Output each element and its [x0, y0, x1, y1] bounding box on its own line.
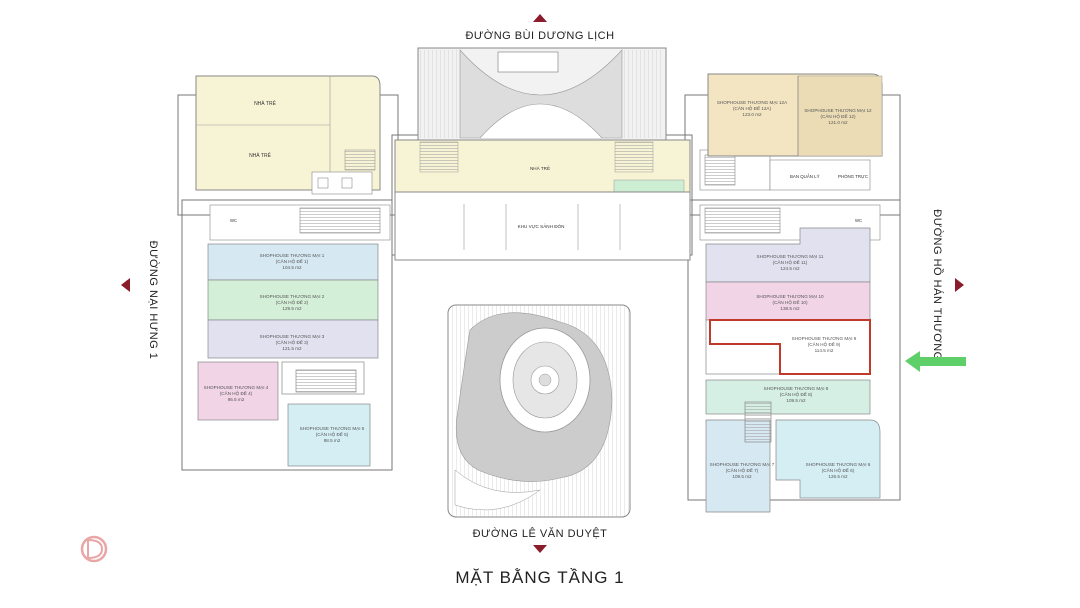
unit-9-label: SHOPHOUSE THƯƠNG MẠI 9 (CĂN HỘ ĐẾ 9) 114… — [792, 336, 857, 353]
unit-6-label: SHOPHOUSE THƯƠNG MẠI 6 (CĂN HỘ ĐẾ 6) 126… — [806, 462, 871, 479]
svg-text:SHOPHOUSE THƯƠNG MẠI 10: SHOPHOUSE THƯƠNG MẠI 10 — [756, 294, 824, 299]
unit-1-label: SHOPHOUSE THƯƠNG MẠI 1 (CĂN HỘ ĐẾ 1) 104… — [260, 253, 325, 270]
svg-text:(CĂN HỘ ĐẾ 7): (CĂN HỘ ĐẾ 7) — [726, 467, 759, 473]
svg-text:(CĂN HỘ ĐẾ 1): (CĂN HỘ ĐẾ 1) — [276, 258, 309, 264]
svg-text:(CĂN HỘ ĐẾ 5): (CĂN HỘ ĐẾ 5) — [316, 431, 349, 437]
svg-text:SHOPHOUSE THƯƠNG MẠI 9: SHOPHOUSE THƯƠNG MẠI 9 — [792, 336, 857, 341]
room-khu-vuc-sanh: KHU VỰC SẢNH ĐÓN — [518, 223, 565, 229]
unit-2-label: SHOPHOUSE THƯƠNG MẠI 2 (CĂN HỘ ĐẾ 2) 129… — [260, 294, 325, 311]
svg-text:SHOPHOUSE THƯƠNG MẠI 11: SHOPHOUSE THƯƠNG MẠI 11 — [757, 254, 824, 259]
svg-text:109.5 m2: 109.5 m2 — [732, 474, 752, 479]
unit-3-label: SHOPHOUSE THƯƠNG MẠI 3 (CĂN HỘ ĐẾ 3) 121… — [260, 334, 325, 351]
svg-text:SHOPHOUSE THƯƠNG MẠI 4: SHOPHOUSE THƯƠNG MẠI 4 — [204, 385, 269, 390]
service-cores — [209, 149, 881, 241]
svg-text:SHOPHOUSE THƯƠNG MẠI 5: SHOPHOUSE THƯƠNG MẠI 5 — [300, 426, 365, 431]
svg-text:(CĂN HỘ ĐẾ 12): (CĂN HỘ ĐẾ 12) — [821, 113, 856, 119]
svg-text:121.0 m2: 121.0 m2 — [828, 120, 848, 125]
svg-text:138.5 m2: 138.5 m2 — [780, 306, 800, 311]
svg-text:(CĂN HỘ ĐẾ 9): (CĂN HỘ ĐẾ 9) — [808, 341, 841, 347]
svg-text:124.5 m2: 124.5 m2 — [780, 266, 800, 271]
unit-7-label: SHOPHOUSE THƯƠNG MẠI 7 (CĂN HỘ ĐẾ 7) 109… — [710, 462, 775, 479]
svg-text:(CĂN HỘ ĐẾ 6): (CĂN HỘ ĐẾ 6) — [822, 467, 855, 473]
room-wc-left: WC — [230, 218, 237, 223]
room-wc-right: WC — [855, 218, 862, 223]
room-ban-quan-ly: BAN QUẢN LÝ — [790, 174, 820, 179]
svg-text:109.5 m2: 109.5 m2 — [786, 398, 806, 403]
unit-8-label: SHOPHOUSE THƯƠNG MẠI 8 (CĂN HỘ ĐẾ 8) 109… — [764, 386, 829, 403]
unit-5-label: SHOPHOUSE THƯƠNG MẠI 5 (CĂN HỘ ĐẾ 5) 88.… — [300, 426, 365, 443]
room-nha-tre-3: NHÀ TRẺ — [530, 165, 550, 171]
svg-text:SHOPHOUSE THƯƠNG MẠI 7: SHOPHOUSE THƯƠNG MẠI 7 — [710, 462, 775, 467]
svg-text:SHOPHOUSE THƯƠNG MẠI 12: SHOPHOUSE THƯƠNG MẠI 12 — [804, 108, 872, 113]
svg-text:95.5 m2: 95.5 m2 — [228, 397, 245, 402]
svg-text:SHOPHOUSE THƯƠNG MẠI 3: SHOPHOUSE THƯƠNG MẠI 3 — [260, 334, 325, 339]
location-arrow-icon — [905, 351, 966, 372]
unit-4-label: SHOPHOUSE THƯƠNG MẠI 4 (CĂN HỘ ĐẾ 4) 95.… — [204, 385, 269, 402]
svg-text:SHOPHOUSE THƯƠNG MẠI 1: SHOPHOUSE THƯƠNG MẠI 1 — [260, 253, 325, 258]
svg-text:88.5 m2: 88.5 m2 — [324, 438, 341, 443]
brand-logo-icon — [80, 535, 108, 563]
svg-text:SHOPHOUSE THƯƠNG MẠI 12A: SHOPHOUSE THƯƠNG MẠI 12A — [717, 100, 788, 105]
svg-text:129.5 m2: 129.5 m2 — [282, 306, 302, 311]
room-phong-truc: PHÒNG TRỰC — [838, 174, 868, 179]
unit-9-highlight[interactable] — [709, 319, 871, 375]
svg-text:SHOPHOUSE THƯƠNG MẠI 8: SHOPHOUSE THƯƠNG MẠI 8 — [764, 386, 829, 391]
room-nha-tre-2: NHÀ TRẺ — [249, 152, 272, 159]
room-nha-tre-1: NHÀ TRẺ — [254, 100, 277, 107]
unit-11-label: SHOPHOUSE THƯƠNG MẠI 11 (CĂN HỘ ĐẾ 11) 1… — [757, 254, 824, 271]
nha-tre-block: NHÀ TRẺ NHÀ TRẺ — [195, 75, 381, 195]
courtyard — [447, 304, 631, 518]
marker-top-icon — [533, 14, 547, 22]
page-title: MẶT BẰNG TẦNG 1 — [455, 568, 624, 587]
street-bottom: ĐƯỜNG LÊ VĂN DUYỆT — [473, 527, 608, 540]
unit-12a-12 — [707, 73, 883, 157]
marker-left-icon — [121, 278, 130, 292]
svg-text:104.5 m2: 104.5 m2 — [282, 265, 302, 270]
street-top: ĐƯỜNG BÙI DƯƠNG LỊCH — [465, 29, 614, 42]
unit-12a-label: SHOPHOUSE THƯƠNG MẠI 12A (CĂN HỘ ĐẾ 12A)… — [717, 100, 788, 117]
svg-text:SHOPHOUSE THƯƠNG MẠI 6: SHOPHOUSE THƯƠNG MẠI 6 — [806, 462, 871, 467]
svg-text:114.5 m2: 114.5 m2 — [815, 348, 834, 353]
svg-text:126.5 m2: 126.5 m2 — [828, 474, 848, 479]
svg-text:(CĂN HỘ ĐẾ 4): (CĂN HỘ ĐẾ 4) — [220, 390, 253, 396]
svg-text:(CĂN HỘ ĐẾ 12A): (CĂN HỘ ĐẾ 12A) — [733, 105, 772, 111]
svg-text:(CĂN HỘ ĐẾ 3): (CĂN HỘ ĐẾ 3) — [276, 339, 309, 345]
unit-12-label: SHOPHOUSE THƯƠNG MẠI 12 (CĂN HỘ ĐẾ 12) 1… — [804, 108, 872, 125]
marker-right-icon — [955, 278, 964, 292]
svg-text:(CĂN HỘ ĐẾ 8): (CĂN HỘ ĐẾ 8) — [780, 391, 813, 397]
street-left: ĐƯỜNG NẠI HƯNG 1 — [147, 241, 160, 360]
svg-text:123.0 m2: 123.0 m2 — [742, 112, 762, 117]
marker-bottom-icon — [533, 545, 547, 553]
svg-text:(CĂN HỘ ĐẾ 2): (CĂN HỘ ĐẾ 2) — [276, 299, 309, 305]
street-right: ĐƯỜNG HỒ HÁN THƯƠNG — [931, 209, 944, 360]
svg-text:SHOPHOUSE THƯƠNG MẠI 2: SHOPHOUSE THƯƠNG MẠI 2 — [260, 294, 325, 299]
center-hall: NHÀ TRẺ KHU VỰC SẢNH ĐÓN — [394, 139, 691, 261]
left-shophouses — [197, 243, 379, 467]
unit-10-label: SHOPHOUSE THƯƠNG MẠI 10 (CĂN HỘ ĐẾ 10) 1… — [756, 294, 824, 311]
svg-text:(CĂN HỘ ĐẾ 11): (CĂN HỘ ĐẾ 11) — [773, 259, 808, 265]
svg-text:121.5 m2: 121.5 m2 — [282, 346, 302, 351]
svg-text:(CĂN HỘ ĐẾ 10): (CĂN HỘ ĐẾ 10) — [773, 299, 808, 305]
top-plaza — [417, 47, 667, 141]
